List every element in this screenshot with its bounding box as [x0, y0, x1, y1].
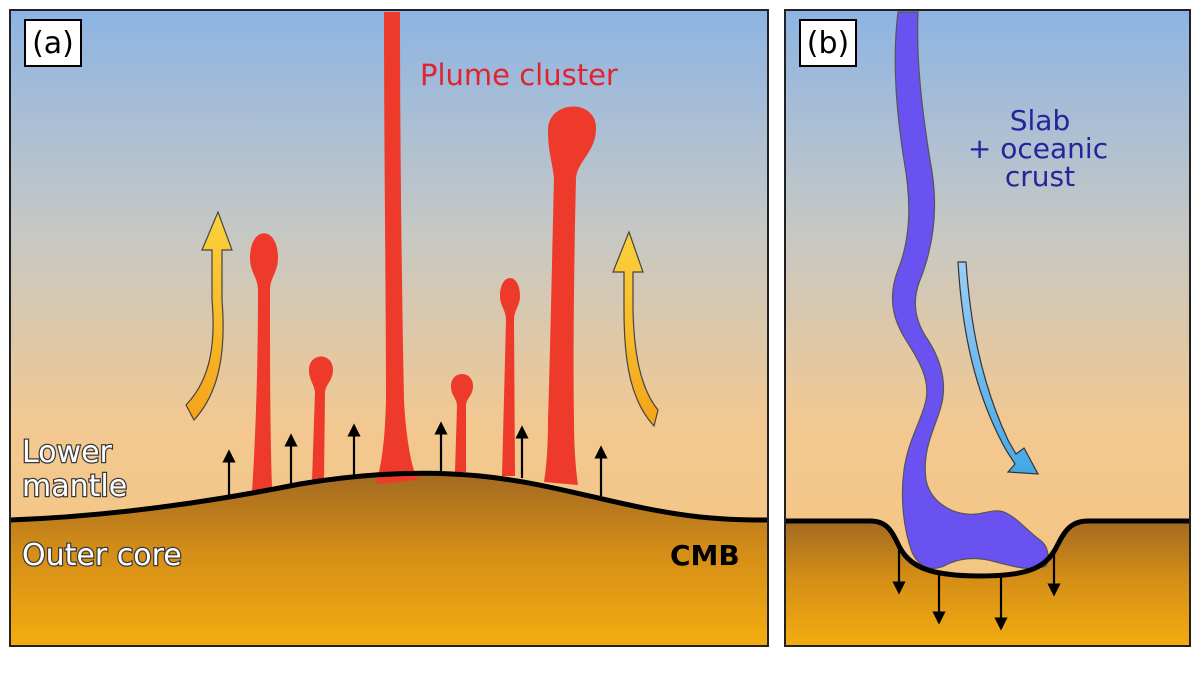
panel-a: (a) Plume cluster Lower mantle Outer cor… — [10, 10, 768, 646]
plume-cluster — [250, 12, 596, 492]
plume-narrow-right — [500, 278, 520, 476]
outer-core-region — [10, 473, 768, 646]
plume-left — [250, 233, 278, 492]
panel-a-label: (a) — [32, 26, 74, 61]
outer-core-label: Outer core — [22, 538, 182, 573]
panel-b-cmb-line — [785, 518, 1190, 579]
panel-b-core-region — [785, 521, 1190, 646]
slab-label-line2: + oceanic — [968, 132, 1108, 165]
panel-a-border — [9, 9, 769, 647]
plume-small-left — [309, 356, 333, 481]
slab-label-line3: crust — [1005, 160, 1075, 193]
downward-flow-arrow — [957, 261, 1040, 475]
subducting-slab — [891, 11, 1049, 570]
plume-small-center — [451, 374, 473, 472]
upward-flow-arrow-right — [612, 230, 659, 428]
lower-mantle-label-line1: Lower — [22, 435, 113, 470]
cmb-label: CMB — [670, 539, 740, 572]
cmb-deflection-arrows — [892, 548, 1061, 631]
slab-label-line1: Slab — [1010, 104, 1070, 137]
cmb-boundary-line — [10, 470, 768, 523]
plume-cluster-label: Plume cluster — [420, 58, 618, 92]
panel-b-label: (b) — [807, 26, 849, 61]
panel-b: (b) Slab + oceanic crust — [785, 10, 1190, 646]
plume-tall-center — [376, 12, 418, 484]
plume-large-right — [544, 106, 596, 485]
lower-mantle-label-line2: mantle — [22, 469, 127, 504]
upward-flow-arrow-left — [185, 210, 233, 422]
panel-a-label-box — [24, 19, 82, 67]
panel-b-label-box — [799, 19, 857, 67]
panel-b-border — [784, 9, 1191, 647]
heat-flux-arrows — [222, 421, 608, 496]
